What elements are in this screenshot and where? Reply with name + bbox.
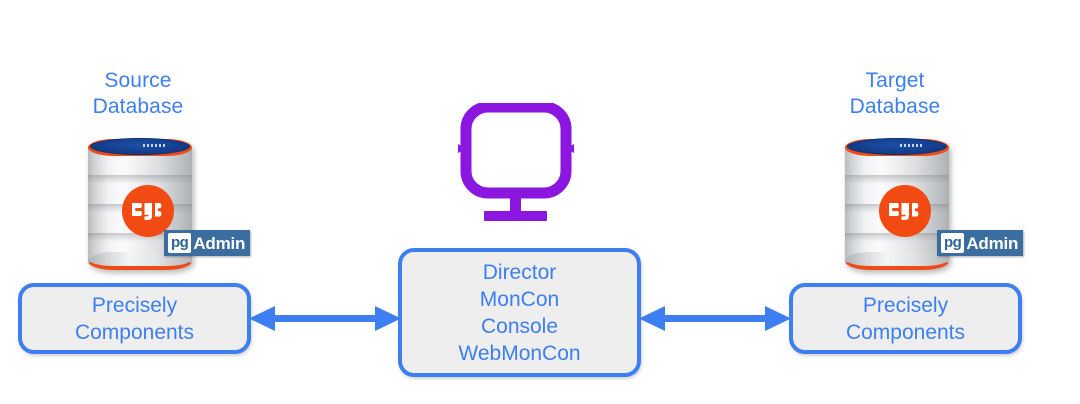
edb-logo-icon: [122, 185, 174, 237]
cylinder-band-shadow: [845, 235, 949, 242]
pgadmin-suffix-label: Admin: [966, 233, 1019, 253]
right-bidirectional-arrow: [639, 301, 791, 337]
cylinder-band-shadow: [88, 235, 192, 242]
edb-logo-icon: [879, 185, 931, 237]
target-database-label: Target Database: [849, 69, 941, 118]
right-precisely-components-box[interactable]: Precisely Components: [789, 283, 1022, 354]
cylinder-top-highlight: [143, 144, 165, 147]
database-cylinder-icon: [88, 138, 192, 270]
database-cylinder-icon: [845, 138, 949, 270]
cylinder-bottom: [88, 252, 192, 270]
source-database-icon-group: pg Admin: [70, 132, 251, 292]
pgadmin-suffix-label: Admin: [193, 233, 246, 253]
source-database-label: Source Database: [92, 69, 184, 118]
cylinder-top-face: [90, 138, 190, 155]
cylinder-bottom-face: [845, 252, 949, 266]
pgadmin-prefix-label: pg: [168, 233, 192, 253]
pgadmin-badge-icon: pg Admin: [164, 230, 251, 256]
left-precisely-components-box[interactable]: Precisely Components: [18, 283, 251, 354]
cylinder-band-shadow: [845, 177, 949, 184]
cylinder-top-face: [847, 138, 947, 155]
target-database-icon-group: pg Admin: [827, 132, 1024, 292]
cylinder-band-shadow: [88, 177, 192, 184]
monitor-icon: [452, 103, 580, 225]
cylinder-bottom: [845, 252, 949, 270]
center-director-moncon-console-webmoncon-box[interactable]: Director MonCon Console WebMonCon: [398, 248, 641, 377]
cylinder-top-highlight: [900, 144, 922, 147]
pgadmin-prefix-label: pg: [941, 233, 965, 253]
left-bidirectional-arrow: [249, 301, 401, 337]
cylinder-band-line: [88, 175, 192, 177]
pgadmin-badge-icon: pg Admin: [937, 230, 1024, 256]
cylinder-band-line: [845, 175, 949, 177]
